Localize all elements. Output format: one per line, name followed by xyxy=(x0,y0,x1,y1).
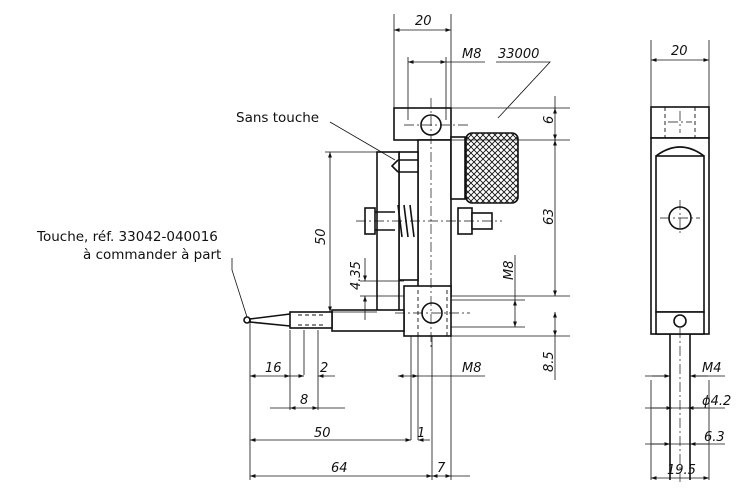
front-view xyxy=(243,98,519,348)
dim-front-bottom-1: 1 xyxy=(417,426,425,441)
dim-front-thread-bottom: M8 xyxy=(462,361,482,376)
sans-touche-pin xyxy=(390,159,418,173)
dim-front-height-63: 63 xyxy=(542,208,557,225)
knurled-screw xyxy=(450,132,519,204)
stylus-extension xyxy=(331,309,405,332)
label-part-33000: 33000 xyxy=(498,47,539,62)
label-sans-touche: Sans touche xyxy=(236,110,319,126)
dimension-lines xyxy=(231,14,725,480)
dim-side-dia: ϕ4.2 xyxy=(702,394,731,409)
label-touche-line2: à commander à part xyxy=(83,247,221,263)
dim-front-bottom-50: 50 xyxy=(314,426,331,441)
side-view xyxy=(650,106,710,485)
dim-front-top-width: 20 xyxy=(415,14,432,29)
dim-side-63: 6.3 xyxy=(704,430,725,445)
dim-front-bottom-7: 7 xyxy=(437,461,446,476)
dim-front-bottom-8: 8 xyxy=(300,393,308,408)
stylus-tip-holder xyxy=(289,311,333,329)
dim-side-top-width: 20 xyxy=(671,44,688,59)
top-clamp-block xyxy=(393,107,452,141)
dim-front-bottom-2: 2 xyxy=(320,361,328,376)
dim-front-height-435: 4.35 xyxy=(349,261,364,290)
dim-front-height-6: 6 xyxy=(542,116,557,124)
lower-block xyxy=(403,285,452,337)
dim-side-195: 19.5 xyxy=(667,463,696,478)
stylus-tip xyxy=(249,313,291,327)
dim-front-bottom-16: 16 xyxy=(265,361,282,376)
label-touche-line1: Touche, réf. 33042-040016 xyxy=(36,229,218,245)
dim-front-height-85: 8.5 xyxy=(542,351,557,372)
dim-side-thread: M4 xyxy=(702,361,722,376)
dim-front-height-50: 50 xyxy=(314,228,329,245)
dim-front-bottom-64: 64 xyxy=(331,461,348,476)
holder-arm xyxy=(376,151,400,313)
main-vertical-bar xyxy=(417,139,452,297)
annotations: Sans touche Touche, réf. 33042-040016 à … xyxy=(36,14,731,478)
dim-front-thread-right: M8 xyxy=(502,261,517,281)
dim-front-thread-top: M8 xyxy=(462,47,482,62)
